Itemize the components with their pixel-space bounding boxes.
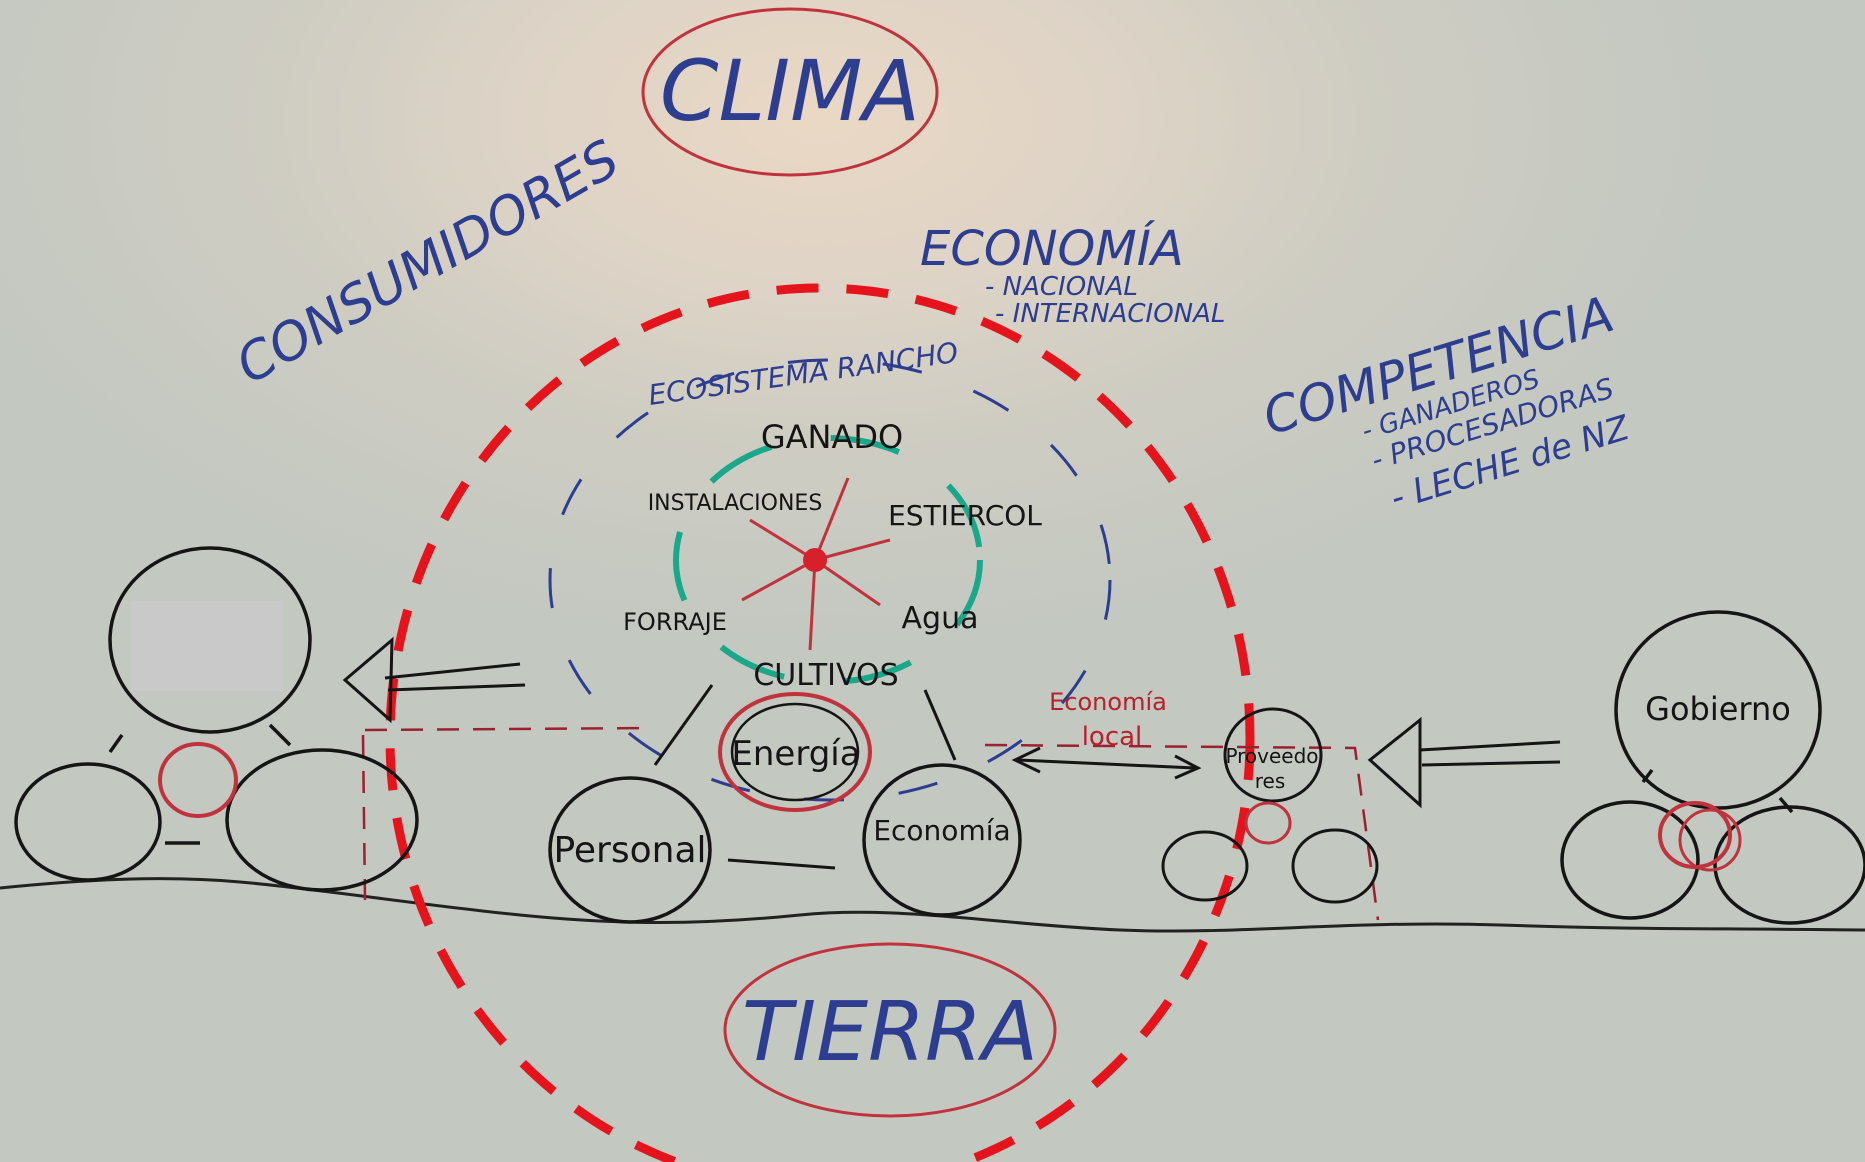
energia-label: Energía	[731, 734, 860, 774]
clima-label: CLIMA	[660, 42, 920, 140]
node-forraje: FORRAJE	[623, 608, 727, 636]
arrow-to-consumidores	[342, 636, 526, 724]
economia-local-2: local	[1082, 722, 1143, 752]
proveedores-center-circle	[1244, 801, 1292, 845]
economia-item-nacional: - NACIONAL	[985, 272, 1138, 302]
proveedores-cluster	[1161, 707, 1379, 904]
ranch-triangle-lines	[653, 684, 957, 870]
economia-local-arrow	[1011, 746, 1202, 780]
proveedores-label-2: res	[1255, 769, 1286, 793]
node-estiercol: ESTIERCOL	[888, 499, 1042, 532]
redacted-box	[131, 601, 283, 691]
consumidores-label: CONSUMIDORES	[227, 129, 630, 396]
node-ganado: GANADO	[761, 418, 903, 456]
ranch-boundary-circle	[385, 283, 1255, 1162]
ecosystem-spokes	[741, 477, 891, 651]
red-dashed-link-right	[984, 743, 1380, 921]
tierra-label: TIERRA	[742, 985, 1038, 1080]
economia-title: ECONOMÍA	[920, 220, 1184, 277]
node-instalaciones: INSTALACIONES	[648, 491, 823, 516]
economia-local-1: Economía	[1049, 688, 1167, 716]
red-dashed-vertical-left	[361, 734, 367, 901]
ecosystem-dashed-circle	[548, 358, 1112, 802]
ecosystem-center-dot	[803, 548, 827, 572]
gobierno-center-circle-2	[1678, 808, 1742, 872]
ecosistema-title: ECOSISTEMA RANCHO	[646, 336, 960, 412]
energia-circle	[718, 692, 872, 812]
proveedores-label-1: Proveedo	[1225, 744, 1318, 768]
personal-label: Personal	[553, 830, 706, 871]
economia-circle	[862, 763, 1022, 917]
arrow-from-gobierno	[1367, 716, 1561, 809]
gobierno-label: Gobierno	[1645, 690, 1791, 728]
tierra-ellipse	[723, 942, 1057, 1118]
red-dashed-link	[364, 726, 651, 732]
ground-line	[0, 877, 1865, 933]
clima-ellipse	[641, 7, 939, 177]
consumidores-cluster	[14, 546, 419, 892]
node-agua: Agua	[902, 601, 979, 636]
consumidores-center-circle	[158, 742, 238, 818]
economia-circle-label: Economía	[873, 814, 1010, 847]
node-cultivos: CULTIVOS	[753, 658, 898, 693]
energia-inner-circle	[730, 702, 860, 802]
gobierno-cluster	[1560, 610, 1865, 925]
personal-circle	[548, 776, 712, 924]
economia-item-internacional: - INTERNACIONAL	[995, 299, 1225, 329]
ecosystem-green-ring	[673, 435, 983, 685]
